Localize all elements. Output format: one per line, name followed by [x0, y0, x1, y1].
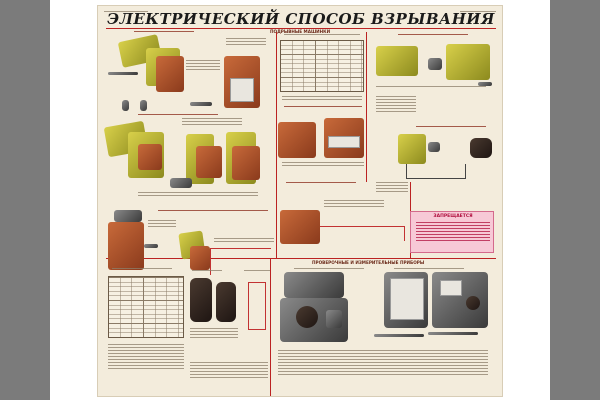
poster: ЭЛЕКТРИЧЕСКИЙ СПОСОБ ВЗРЫВАНИЯ ПОДРЫВНЫЕ… — [97, 5, 503, 397]
machine-6-front — [278, 122, 316, 158]
machine-3-body — [138, 144, 162, 170]
caption-tester-2 — [394, 268, 464, 271]
machine-7-core — [428, 58, 442, 70]
warning-text — [416, 222, 490, 243]
machine-1-key — [190, 102, 212, 106]
caption-machine-1 — [134, 31, 194, 34]
check-machine-7-tester — [428, 142, 440, 152]
callouts-machine-7 — [376, 96, 416, 114]
callouts-check-machine — [148, 220, 176, 229]
machine-2-label-plate — [230, 78, 254, 102]
machine-6-label — [328, 136, 360, 148]
tester-2-probe-left — [374, 334, 424, 337]
callouts-check-machine-6 — [324, 200, 384, 209]
instruments-spec-table — [108, 276, 184, 338]
caption-machine-3 — [138, 114, 218, 117]
caption-machine-6 — [284, 106, 362, 109]
caption-check-machine — [158, 210, 268, 213]
tester-2-instructions — [390, 278, 424, 320]
caption-machine-7-footer — [376, 86, 486, 89]
caption-check-machine-7 — [416, 126, 486, 129]
tester-1-lid — [284, 272, 344, 298]
machine-1-plug-left — [122, 100, 129, 111]
caption-ohmmeter — [192, 270, 222, 273]
check-machine-7-case — [398, 134, 426, 164]
section-caption-blasting-machines: ПОДРЫВНЫЕ МАШИНКИ — [270, 29, 331, 34]
callouts-check-circuit — [214, 238, 274, 244]
ohmmeter-notes — [190, 328, 238, 340]
check-machine-7-wire — [406, 164, 466, 179]
caption-instruments-table — [112, 268, 172, 271]
header-text-left — [104, 11, 148, 14]
machine-5-body — [232, 146, 260, 180]
callouts-machine-2 — [186, 60, 220, 72]
machine-1-cable — [108, 72, 138, 75]
check-machine-6-wire — [320, 226, 405, 241]
machine-7-key — [478, 82, 492, 86]
bottom-left-notes — [190, 362, 268, 380]
tester-2-meter — [440, 280, 462, 296]
caption-machine-7 — [398, 34, 468, 37]
callouts-check-machine-7 — [376, 182, 408, 194]
check-machine-6-body — [280, 210, 320, 244]
bottom-center-notes — [278, 350, 488, 377]
caption-machine-2 — [226, 38, 266, 47]
caption-machine-6-footer — [282, 162, 364, 168]
title-rule — [106, 28, 496, 29]
divider-bottom-left — [270, 258, 271, 396]
caption-spec-table — [284, 34, 360, 37]
tester-1-dial — [296, 306, 318, 328]
divider-bottom-section — [106, 258, 496, 259]
tester-2-knob — [466, 296, 480, 310]
warning-title: ЗАПРЕЩАЕТСЯ — [433, 214, 473, 219]
machine-1-plug-right — [140, 100, 147, 111]
check-machine-body — [108, 222, 144, 270]
caption-circuit — [244, 270, 270, 273]
section-caption-test-instruments: ПРОВЕРОЧНЫЕ И ИЗМЕРИТЕЛЬНЫЕ ПРИБОРЫ — [312, 260, 425, 265]
check-circuit-wire — [210, 248, 271, 275]
tester-1-controls — [326, 310, 342, 328]
ohmmeter-1 — [190, 278, 212, 322]
warning-box: ЗАПРЕЩАЕТСЯ — [410, 211, 494, 253]
poster-title: ЭЛЕКТРИЧЕСКИЙ СПОСОБ ВЗРЫВАНИЯ — [107, 10, 495, 28]
caption-check-machine-6 — [286, 182, 356, 185]
circuit-diagram — [248, 282, 266, 330]
spec-table-notes — [282, 96, 362, 102]
machine-7-case-open — [446, 44, 490, 80]
instruments-table-notes — [108, 344, 184, 371]
check-machine-handle — [144, 244, 158, 248]
check-device-top — [114, 210, 142, 222]
machines-spec-table — [280, 40, 364, 92]
caption-row-2-footer — [138, 192, 258, 198]
ohmmeter-2 — [216, 282, 236, 322]
check-tester-body — [190, 246, 210, 270]
callouts-row-2 — [182, 118, 242, 127]
machine-4-body — [196, 146, 222, 178]
machine-1-body — [156, 56, 184, 92]
machine-3-accessory — [170, 178, 192, 188]
header-text-right — [460, 11, 496, 14]
machine-7-case-closed — [376, 46, 418, 76]
check-machine-7-meter — [470, 138, 492, 158]
divider-mid-col — [366, 32, 367, 182]
divider-left-col — [276, 32, 277, 258]
tester-2-probe-right — [428, 332, 478, 335]
caption-tester-1 — [294, 268, 364, 271]
